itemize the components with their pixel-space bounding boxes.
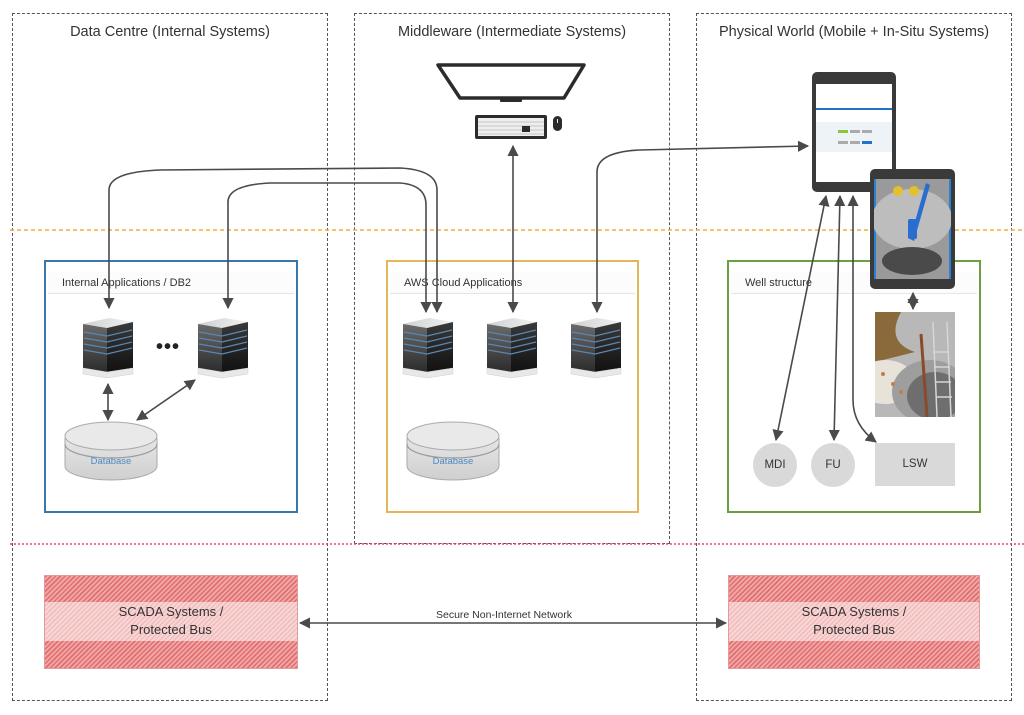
database-label-aws: Database — [432, 456, 474, 467]
tablet-app-screen — [816, 84, 892, 182]
server-icon — [82, 317, 134, 379]
server-icon — [486, 317, 538, 379]
database-icon: Database — [63, 420, 159, 482]
scada-left-line2: Protected Bus — [130, 622, 212, 637]
well-photo — [875, 312, 955, 417]
server-icon — [197, 317, 249, 379]
zone-title-data-centre: Data Centre (Internal Systems) — [70, 24, 270, 40]
scada-right: SCADA Systems / Protected Bus — [728, 575, 980, 669]
scada-right-line2: Protected Bus — [813, 622, 895, 637]
scada-left: SCADA Systems / Protected Bus — [44, 575, 298, 669]
tablet-camera-icon — [870, 169, 955, 289]
desktop-computer-icon — [436, 63, 586, 139]
ellipsis-more-servers: ••• — [156, 336, 181, 358]
server-icon — [570, 317, 622, 379]
node-mdi: MDI — [753, 443, 797, 487]
scada-left-line1: SCADA Systems / — [118, 604, 224, 619]
tablet-photo-screen — [872, 179, 952, 279]
scada-left-label: SCADA Systems / Protected Bus — [45, 602, 297, 641]
zone-physical-world: Physical World (Mobile + In-Situ Systems… — [696, 13, 1012, 701]
server-icon — [402, 317, 454, 379]
database-icon: Database — [405, 420, 501, 482]
tablet-icon — [812, 72, 896, 192]
scada-right-line1: SCADA Systems / — [801, 604, 907, 619]
scada-right-label: SCADA Systems / Protected Bus — [729, 602, 979, 641]
zone-title-physical-world: Physical World (Mobile + In-Situ Systems… — [718, 24, 990, 40]
node-lsw: LSW — [875, 443, 955, 486]
group-title-internal-applications: Internal Applications / DB2 — [48, 272, 294, 294]
node-fu: FU — [811, 443, 855, 487]
database-label-internal: Database — [90, 456, 132, 467]
network-label: Secure Non-Internet Network — [436, 609, 572, 621]
zone-title-middleware: Middleware (Intermediate Systems) — [397, 24, 627, 40]
zone-data-centre: Data Centre (Internal Systems) — [12, 13, 328, 701]
group-title-aws-cloud: AWS Cloud Applications — [390, 272, 635, 294]
